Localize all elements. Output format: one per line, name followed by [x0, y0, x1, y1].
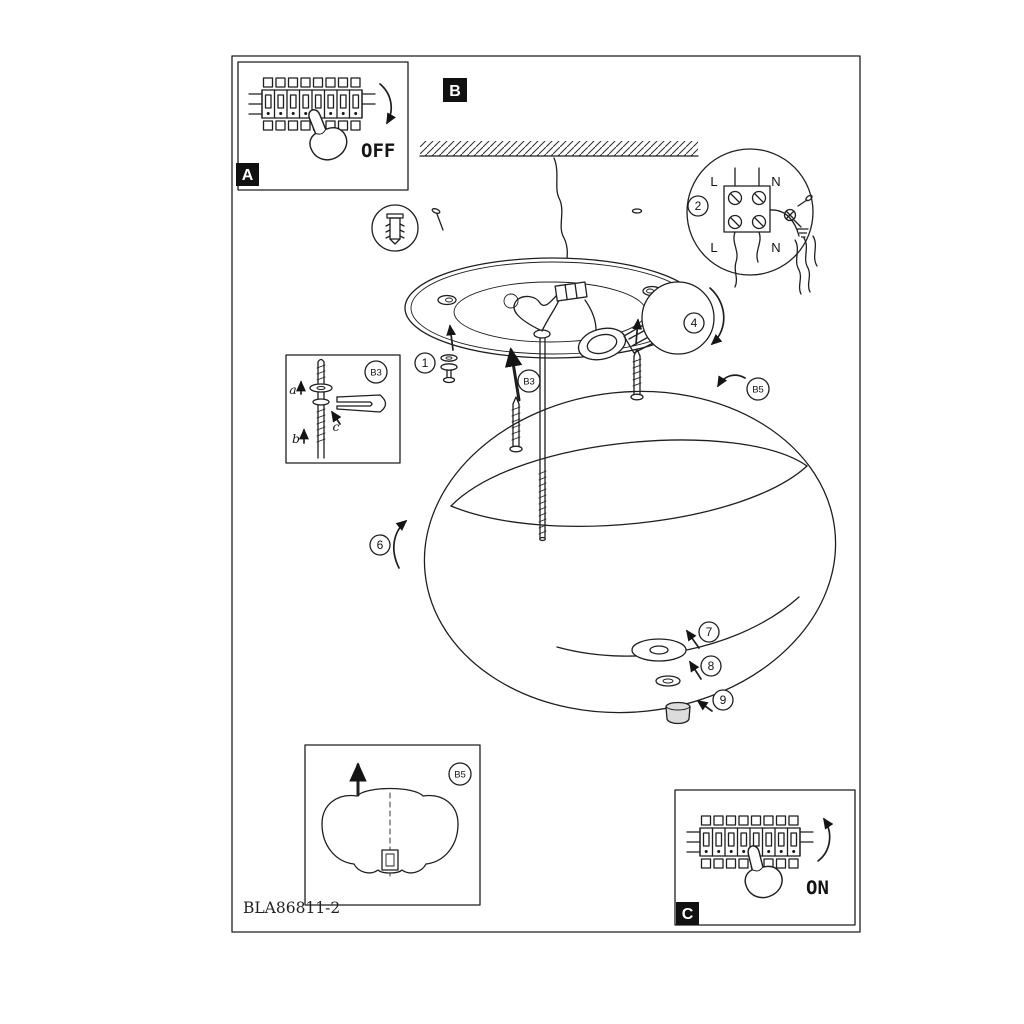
- cap-nut: [665, 701, 691, 725]
- callout-b: b: [292, 431, 300, 446]
- shade-recess: [556, 596, 800, 657]
- callout-a: a: [289, 382, 296, 397]
- switch-off-arrow-icon: [379, 83, 396, 125]
- earth-symbol-icon: [793, 219, 809, 238]
- up-arrow-icon: [446, 324, 457, 351]
- step-4-badge: [683, 312, 705, 334]
- step-7-badge: [698, 621, 720, 643]
- wiring-inset: L N L N 2: [686, 148, 818, 295]
- on-label: ON: [806, 877, 829, 899]
- up-arrow-icon: [632, 318, 643, 345]
- shade-washer: [655, 675, 681, 687]
- fork-tool: [336, 394, 387, 413]
- washer-screw-stack: [440, 324, 458, 384]
- step-b5-badge: [746, 377, 770, 401]
- b3-inset-label: B3: [370, 368, 382, 379]
- step-7-label: 7: [706, 625, 713, 639]
- step-4-label: 4: [691, 316, 698, 330]
- wire: [756, 231, 761, 263]
- detail-inset-b3: a b c B3: [285, 354, 401, 464]
- off-label: OFF: [361, 140, 395, 162]
- wire-loop: [503, 293, 519, 309]
- step-9-label: 9: [720, 693, 727, 707]
- step-9-badge: [712, 689, 734, 711]
- shade-outline: [321, 787, 459, 874]
- step-b3-label: B3: [523, 377, 535, 388]
- glass-shade: [423, 390, 837, 714]
- callout-c: c: [332, 419, 339, 434]
- rod-detail: [309, 358, 333, 459]
- lift-arrow-icon: [392, 519, 408, 569]
- flat-washer: [309, 383, 333, 393]
- breaker-on-inset: ON C: [674, 789, 856, 926]
- step-6-label: 6: [377, 538, 384, 552]
- model-code: BLA86811-2: [243, 899, 340, 917]
- shade-mount-hole: [649, 645, 669, 655]
- wire: [584, 299, 597, 331]
- light-bulb: [641, 281, 715, 355]
- spring-washer: [312, 398, 330, 406]
- up-arrow-icon: [331, 410, 342, 425]
- step-8-badge: [700, 655, 722, 677]
- step-c-badge: [676, 902, 699, 925]
- wall-anchor-icon: [385, 213, 405, 245]
- wire: [812, 235, 818, 267]
- terminal-label-n-bottom: N: [771, 240, 780, 255]
- up-arrow-icon: [696, 700, 713, 712]
- terminal-label-n-top: N: [771, 174, 780, 189]
- shade-mount-boss: [631, 638, 687, 662]
- ground-screw-icon: [783, 194, 813, 222]
- step-a-badge: [236, 163, 259, 186]
- shade-rim-near: [450, 465, 808, 527]
- step-c-label: C: [682, 906, 694, 923]
- b5-inset-badge: [448, 762, 472, 786]
- shade-rim-far: [450, 439, 808, 507]
- b5-inset-label: B5: [454, 770, 466, 781]
- up-arrow-icon: [686, 629, 700, 649]
- terminal-label-l-bottom: L: [710, 240, 717, 255]
- breaker-off-inset: OFF A: [236, 61, 409, 191]
- plate-slot: [437, 294, 457, 306]
- step-2-label: 2: [695, 199, 702, 213]
- terminal-label-l-top: L: [710, 174, 717, 189]
- terminal-block: [723, 185, 771, 233]
- step-8-label: 8: [708, 659, 715, 673]
- cable-sheath: [769, 209, 800, 237]
- b3-up-arrow-icon: [504, 347, 523, 402]
- threaded-rod: [538, 337, 547, 542]
- shade-lock-notch: [381, 849, 399, 871]
- wire: [794, 239, 802, 295]
- wire: [513, 293, 559, 331]
- step-1-label: 1: [422, 356, 429, 370]
- ceiling-pin-icon: [431, 208, 444, 231]
- step-b-badge: B: [443, 78, 467, 102]
- switch-on-arrow-icon: [817, 817, 834, 862]
- step-6-badge: [369, 534, 391, 556]
- ceiling-surface: [419, 141, 699, 157]
- detail-inset-b5: B5: [304, 744, 481, 906]
- step-1-badge: [414, 352, 436, 374]
- wall-anchor-inset: [371, 204, 444, 252]
- b3-inset-badge: [364, 360, 388, 384]
- bulb-rotate-arrow-icon: [709, 287, 725, 346]
- step-2-badge: [687, 195, 709, 217]
- step-b-label: B: [449, 83, 461, 100]
- up-arrow-icon: [689, 660, 702, 680]
- mounting-plate: 4: [404, 257, 725, 361]
- ceiling-hole: [631, 208, 643, 214]
- fixing-screw-right: [630, 318, 644, 401]
- wire: [733, 231, 738, 288]
- shade-place-arrow-icon: [717, 374, 746, 388]
- step-a-label: A: [242, 167, 254, 184]
- cable-connector: [554, 281, 588, 302]
- wire: [803, 237, 811, 293]
- step-b5-label: B5: [752, 385, 764, 396]
